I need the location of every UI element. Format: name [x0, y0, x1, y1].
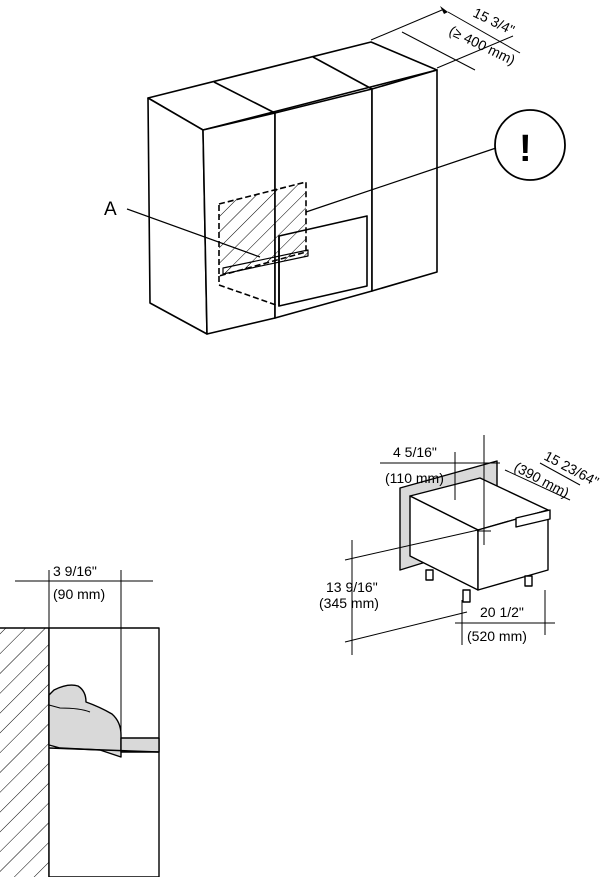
appliance-width-in: 4 5/16" — [393, 444, 437, 460]
hatched-panel — [218, 181, 307, 277]
appliance-figure — [344, 435, 581, 655]
shelf — [120, 737, 160, 753]
right-cabinet — [371, 69, 438, 292]
appliance-front-in: 20 1/2" — [480, 604, 524, 620]
appliance-height-in: 13 9/16" — [326, 579, 378, 595]
vent-strip — [222, 249, 309, 275]
cabinet-section — [48, 627, 160, 877]
warning-symbol: ! — [519, 128, 532, 170]
section-figure — [0, 570, 160, 877]
offset-mm: (90 mm) — [53, 586, 105, 602]
wall-section — [0, 628, 49, 877]
label-a: A — [104, 199, 117, 220]
appliance-front-mm: (520 mm) — [467, 628, 527, 644]
left-cabinet-front — [147, 97, 208, 335]
depth-inches: 15 3/4" — [471, 4, 517, 38]
warning-circle — [494, 109, 566, 181]
appliance-width-mm: (110 mm) — [385, 470, 444, 486]
offset-inches: 3 9/16" — [53, 563, 97, 579]
cabinet-figure — [126, 6, 566, 335]
appliance-height-mm: (345 mm) — [319, 595, 379, 611]
appliance-handle — [515, 509, 551, 528]
